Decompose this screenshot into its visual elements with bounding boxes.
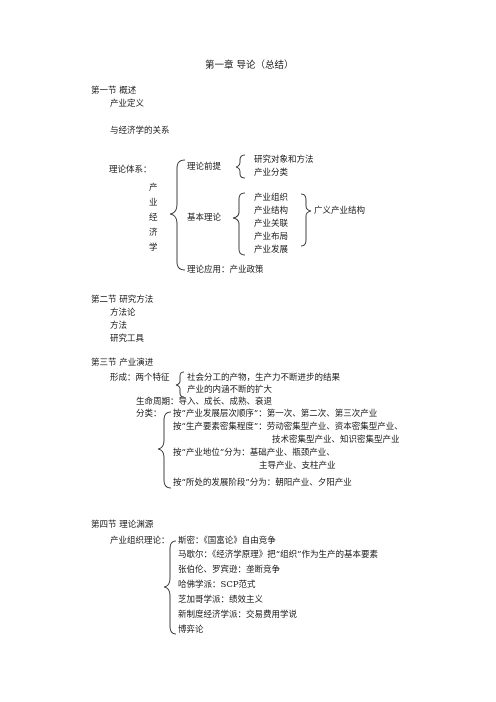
section-3-heading: 第三节 产业演进 <box>91 358 154 368</box>
basic-theory-item: 产业结构 <box>254 206 289 216</box>
method-item: 研究工具 <box>110 334 145 344</box>
theory-origin-item: 新制度经济学派：交易费用学说 <box>178 610 298 620</box>
premise-item: 产业分类 <box>254 168 289 178</box>
industrial-organization-label: 产业组织理论： <box>110 536 170 546</box>
theory-origin-item: 芝加哥学派：绩效主义 <box>178 595 264 605</box>
brace-basic-theory <box>232 192 246 256</box>
formation-label: 形成：两个特征 <box>110 373 170 383</box>
brace-broad-structure <box>300 193 312 247</box>
theory-origin-item: 斯密：《国富论》自由竞争 <box>178 536 276 546</box>
theory-origin-item: 哈佛学派：SCP范式 <box>178 580 256 590</box>
classification-line: 主导产业、支柱产业 <box>259 461 336 471</box>
vertical-char: 济 <box>149 228 158 238</box>
classification-line: 按“产业发展层次顺序”：第一次、第二次、第三次产业 <box>173 409 378 419</box>
vertical-char: 学 <box>149 243 158 253</box>
economics-relation: 与经济学的关系 <box>110 126 170 136</box>
brace-premise <box>235 154 246 179</box>
brace-industrial-organization <box>163 540 177 635</box>
vertical-char: 经 <box>149 213 158 223</box>
theory-origin-item: 张伯伦、罗宾逊：垄断竞争 <box>178 565 281 575</box>
formation-item: 产业的内涵不断的扩大 <box>187 385 273 395</box>
basic-theory: 基本理论 <box>187 213 222 223</box>
industry-definition: 产业定义 <box>110 99 145 109</box>
theory-application: 理论应用：产业政策 <box>187 265 264 275</box>
classification-label: 分类： <box>136 409 162 419</box>
vertical-char: 业 <box>149 198 158 208</box>
basic-theory-item: 产业发展 <box>254 245 289 255</box>
classification-line: 按“生产要素密集程度”：劳动密集型产业、资本密集型产业、 <box>173 422 403 432</box>
brace-theory-system <box>169 159 186 271</box>
brace-classification <box>157 411 172 489</box>
classification-line: 技术密集型产业、知识密集型产业 <box>272 435 400 445</box>
basic-theory-item: 产业布局 <box>254 232 289 242</box>
method-item: 方法论 <box>110 308 136 318</box>
section-4-heading: 第四节 理论渊源 <box>91 520 154 530</box>
formation-item: 社会分工的产物，生产力不断进步的结果 <box>187 373 341 383</box>
broad-industry-structure: 广义产业结构 <box>314 206 366 216</box>
vertical-char: 产 <box>149 183 158 193</box>
classification-line: 按“产业地位”分为：基础产业、瓶颈产业、 <box>173 448 335 458</box>
brace-formation <box>175 371 185 398</box>
theory-premise: 理论前提 <box>187 162 222 172</box>
theory-origin-item: 马歇尔：《经济学原理》把“组织”作为生产的基本要素 <box>178 550 378 560</box>
method-item: 方法 <box>110 321 128 331</box>
theory-origin-item: 博弈论 <box>178 625 204 635</box>
life-cycle: 生命周期：导入、成长、成熟、衰退 <box>136 397 273 407</box>
theory-system-label: 理论体系： <box>109 165 152 175</box>
premise-item: 研究对象和方法 <box>254 155 314 165</box>
section-2-heading: 第二节 研究方法 <box>91 295 154 305</box>
chapter-title: 第一章 导论（总结） <box>205 60 294 71</box>
basic-theory-item: 产业关联 <box>254 219 289 229</box>
section-1-heading: 第一节 概述 <box>91 86 137 96</box>
classification-line: 按“所处的发展阶段”分为：朝阳产业、夕阳产业 <box>173 478 352 488</box>
basic-theory-item: 产业组织 <box>254 193 289 203</box>
